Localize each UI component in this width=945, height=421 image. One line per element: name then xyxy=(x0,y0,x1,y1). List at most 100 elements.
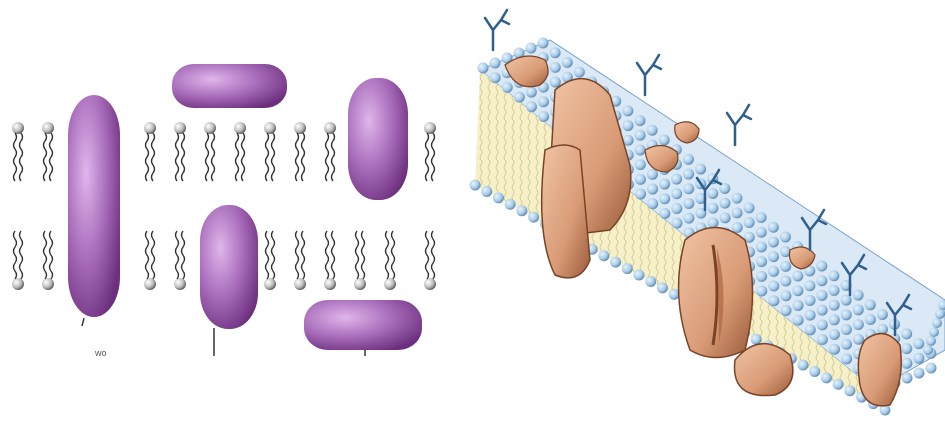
phospholipid-head xyxy=(768,295,779,306)
phospholipid-head xyxy=(781,305,792,316)
phospholipid-head xyxy=(490,58,501,69)
phospholipid-head xyxy=(841,353,852,364)
phospholipid-head xyxy=(768,222,779,233)
phospholipid-head xyxy=(914,368,925,379)
protein-tail-line xyxy=(82,318,84,326)
phospholipid-head xyxy=(853,304,864,315)
phospholipid-head xyxy=(622,105,633,116)
phospholipid-head xyxy=(470,180,481,191)
phospholipid-head xyxy=(756,256,767,267)
phospholipid-head xyxy=(902,373,913,384)
phospholipid-head xyxy=(683,198,694,209)
glycoprotein-chain xyxy=(727,105,751,145)
phospholipid-head xyxy=(538,96,549,107)
phospholipid xyxy=(424,231,436,290)
phospholipid-head xyxy=(768,281,779,292)
phospholipid-head xyxy=(841,339,852,350)
phospholipid xyxy=(234,122,246,181)
phospholipid-head xyxy=(645,276,656,287)
phospholipid-head xyxy=(828,270,839,281)
phospholipid-head xyxy=(683,154,694,165)
channel-protein-center xyxy=(679,228,753,358)
phospholipid-head xyxy=(657,282,668,293)
phospholipid xyxy=(144,231,156,290)
phospholipid xyxy=(42,231,54,290)
phospholipid-head xyxy=(490,72,501,83)
phospholipid-head xyxy=(671,188,682,199)
phospholipid-head xyxy=(817,305,828,316)
phospholipid xyxy=(174,122,186,181)
phospholipid-head xyxy=(659,179,670,190)
phospholipid-head xyxy=(671,218,682,229)
protein-right-channel xyxy=(858,334,901,406)
phospholipid-head xyxy=(901,343,912,354)
phospholipid-head xyxy=(932,318,942,328)
phospholipid-head xyxy=(550,62,561,73)
phospholipid-head xyxy=(780,231,791,242)
phospholipid-head xyxy=(695,164,706,175)
phospholipid-head xyxy=(833,379,844,390)
glycoprotein-chain xyxy=(637,55,661,95)
phospholipid xyxy=(12,122,24,181)
phospholipid-head xyxy=(829,314,840,325)
small-label: wo xyxy=(95,348,107,358)
phospholipid-head xyxy=(901,358,912,369)
phospholipid xyxy=(354,231,366,290)
phospholipid-head xyxy=(780,261,791,272)
phospholipid-head xyxy=(844,385,855,396)
phospholipid xyxy=(144,122,156,181)
phospholipid-head xyxy=(635,174,646,185)
phospholipid-head xyxy=(798,360,809,371)
phospholipid xyxy=(324,122,336,181)
phospholipid-head xyxy=(720,212,731,223)
phospholipid-head xyxy=(865,299,876,310)
phospholipid-head xyxy=(550,47,561,58)
phospholipid xyxy=(42,122,54,181)
phospholipid xyxy=(324,231,336,290)
phospholipid-head xyxy=(756,227,767,238)
phospholipid-head xyxy=(671,203,682,214)
fluid-mosaic-membrane-diagram xyxy=(455,0,945,416)
phospholipid-head xyxy=(598,250,609,261)
phospholipid-head xyxy=(707,188,718,199)
phospholipid-head xyxy=(877,309,888,320)
phospholipid-head xyxy=(841,309,852,320)
phospholipid-head xyxy=(805,324,816,335)
phospholipid-head xyxy=(756,212,767,223)
phospholipid-head xyxy=(659,134,670,145)
phospholipid-head xyxy=(780,290,791,301)
phospholipid-head xyxy=(804,280,815,291)
phospholipid-head xyxy=(756,271,767,282)
phospholipid xyxy=(384,231,396,290)
phospholipid-head xyxy=(634,270,645,281)
phospholipid-head xyxy=(923,345,933,355)
phospholipid-head xyxy=(816,261,827,272)
phospholipid-head xyxy=(792,285,803,296)
phospholipid-head xyxy=(756,286,767,297)
phospholipid-head xyxy=(502,82,513,93)
phospholipid-head xyxy=(635,189,646,200)
glycoprotein-chain xyxy=(485,10,509,50)
phospholipid-head xyxy=(659,193,670,204)
phospholipid-head xyxy=(505,199,516,210)
phospholipid xyxy=(204,122,216,181)
phospholipid-head xyxy=(478,63,489,74)
phospholipid xyxy=(264,231,276,290)
phospholipid-head xyxy=(913,353,924,364)
phospholipid-head xyxy=(744,217,755,228)
phospholipid-head xyxy=(562,57,573,68)
phospholipid-head xyxy=(622,263,633,274)
phospholipid-head xyxy=(635,159,646,170)
transmembrane-protein-tall xyxy=(68,95,120,317)
phospholipid-head xyxy=(841,324,852,335)
phospholipid-head xyxy=(514,92,525,103)
phospholipid xyxy=(294,122,306,181)
phospholipid-head xyxy=(768,251,779,262)
phospholipid-head xyxy=(926,363,937,374)
phospholipid-head xyxy=(829,329,840,340)
phospholipid-head xyxy=(732,207,743,218)
phospholipid-head xyxy=(768,266,779,277)
phospholipid-head xyxy=(793,315,804,326)
phospholipid-head xyxy=(841,295,852,306)
phospholipid-head xyxy=(538,38,549,49)
